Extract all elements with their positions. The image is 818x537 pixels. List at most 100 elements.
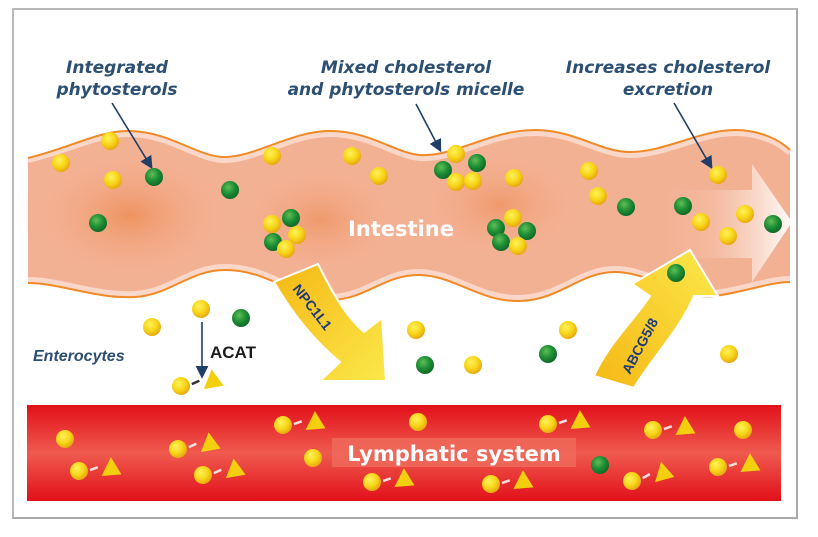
ester-bond xyxy=(213,468,222,475)
phytosterol-molecule xyxy=(89,214,107,232)
micelle-pointer-arrow xyxy=(415,103,442,153)
fatty-acid-triangle xyxy=(740,453,761,473)
cholesterol-molecule xyxy=(104,171,122,189)
micelle-molecule xyxy=(282,209,300,227)
cholesterol-molecule xyxy=(101,132,119,150)
cholesterol-molecule xyxy=(274,416,292,434)
esterified-cholesterol xyxy=(274,411,326,434)
cholesterol-molecule xyxy=(70,462,88,480)
cholesterol-molecule xyxy=(56,430,74,448)
cholesterol-molecule xyxy=(52,154,70,172)
micelle-molecule xyxy=(487,219,505,237)
integrated-label-line1: Integrated xyxy=(66,58,169,78)
esterified-cholesterol xyxy=(194,458,246,484)
micelle-molecule xyxy=(509,237,527,255)
lymphatic-label-band xyxy=(332,438,576,467)
phytosterol-molecule xyxy=(221,181,239,199)
cholesterol-molecule xyxy=(709,166,727,184)
fatty-acid-triangle xyxy=(225,458,246,479)
esterified-cholesterol xyxy=(363,468,415,491)
ester-bond xyxy=(188,442,197,449)
micelle-molecule xyxy=(468,154,486,172)
fatty-acid-triangle xyxy=(200,432,221,453)
esterified-cholesterol xyxy=(169,432,221,458)
micelle-molecule xyxy=(288,226,306,244)
phytosterol-molecule xyxy=(232,309,250,327)
micelle-molecule xyxy=(277,240,295,258)
cholesterol-molecule xyxy=(709,458,727,476)
cholesterol-molecule xyxy=(169,440,187,458)
cholesterol-molecule xyxy=(623,472,641,490)
ester-bond xyxy=(501,479,511,485)
acat-label: ACAT xyxy=(210,343,257,362)
cholesterol-molecule xyxy=(192,300,210,318)
ester-bond xyxy=(293,420,303,426)
esterified-cholesterol xyxy=(482,470,534,493)
excretion-label-line2: excretion xyxy=(623,80,713,100)
cholesterol-molecule xyxy=(692,213,710,231)
phytosterol-molecule xyxy=(145,168,163,186)
cholesterol-molecule xyxy=(263,147,281,165)
cholesterol-molecule xyxy=(505,169,523,187)
ester-bond xyxy=(382,477,392,483)
ester-bond xyxy=(728,462,738,468)
phytosterol-molecule xyxy=(539,345,557,363)
fatty-acid-triangle xyxy=(570,410,591,430)
cholesterol-molecule xyxy=(580,162,598,180)
enterocytes-label: Enterocytes xyxy=(33,348,125,365)
cholesterol-molecule xyxy=(734,421,752,439)
intestine-top-edge xyxy=(27,128,791,159)
micelle-molecule xyxy=(263,215,281,233)
esterified-cholesterol xyxy=(709,453,761,476)
cholesterol-molecule xyxy=(409,413,427,431)
cholesterol-molecule xyxy=(589,187,607,205)
integrated-label-line2: phytosterols xyxy=(56,80,178,100)
cholesterol-molecule xyxy=(482,475,500,493)
integrated-pointer-arrow xyxy=(111,102,153,170)
cholesterol-molecule xyxy=(464,356,482,374)
cholesterol-molecule xyxy=(194,466,212,484)
micelle-label-line2: and phytosterols micelle xyxy=(288,80,525,100)
micelle-molecule xyxy=(504,209,522,227)
esterified-cholesterol xyxy=(539,410,591,433)
cholesterol-molecule xyxy=(719,227,737,245)
ester-bond xyxy=(558,419,568,425)
phytosterol-molecule xyxy=(416,356,434,374)
cholesterol-molecule xyxy=(407,321,425,339)
micelle-molecule xyxy=(447,145,465,163)
npc1l1-transporter: NPC1L1 xyxy=(272,262,388,382)
intestine xyxy=(20,128,793,303)
micelle-molecule xyxy=(434,161,452,179)
cholesterol-molecule xyxy=(644,421,662,439)
micelle-molecule xyxy=(447,173,465,191)
fatty-acid-triangle xyxy=(305,411,326,431)
esterified-cholesterol xyxy=(70,457,122,480)
cholesterol-molecule xyxy=(559,321,577,339)
ester-bond xyxy=(89,466,99,472)
cholesterol-molecule xyxy=(539,415,557,433)
cholesterol-molecule xyxy=(343,147,361,165)
fatty-acid-triangle xyxy=(655,461,675,483)
micelle-label-line1: Mixed cholesterol xyxy=(321,58,492,78)
fatty-acid-triangle xyxy=(675,416,696,436)
excretion-pointer-arrow xyxy=(673,102,713,170)
intestine-label: Intestine xyxy=(348,217,454,241)
esterified-cholesterol xyxy=(644,416,696,439)
excretion-label-line1: Increases cholesterol xyxy=(566,58,772,78)
molecules xyxy=(52,132,782,493)
fatty-acid-triangle xyxy=(513,470,534,490)
cholesterol-molecule xyxy=(172,377,190,395)
cholesterol-molecule xyxy=(304,449,322,467)
excretion-arrow xyxy=(660,164,792,282)
micelle-molecule xyxy=(464,172,482,190)
lymphatic-label: Lymphatic system xyxy=(347,442,561,466)
micelle-molecule xyxy=(492,233,510,251)
cholesterol-molecule xyxy=(720,345,738,363)
cholesterol-molecule xyxy=(363,473,381,491)
cholesterol-molecule xyxy=(370,167,388,185)
micelle-molecule xyxy=(518,222,536,240)
esterified-cholesterol xyxy=(172,369,224,395)
phytosterol-molecule xyxy=(667,264,685,282)
